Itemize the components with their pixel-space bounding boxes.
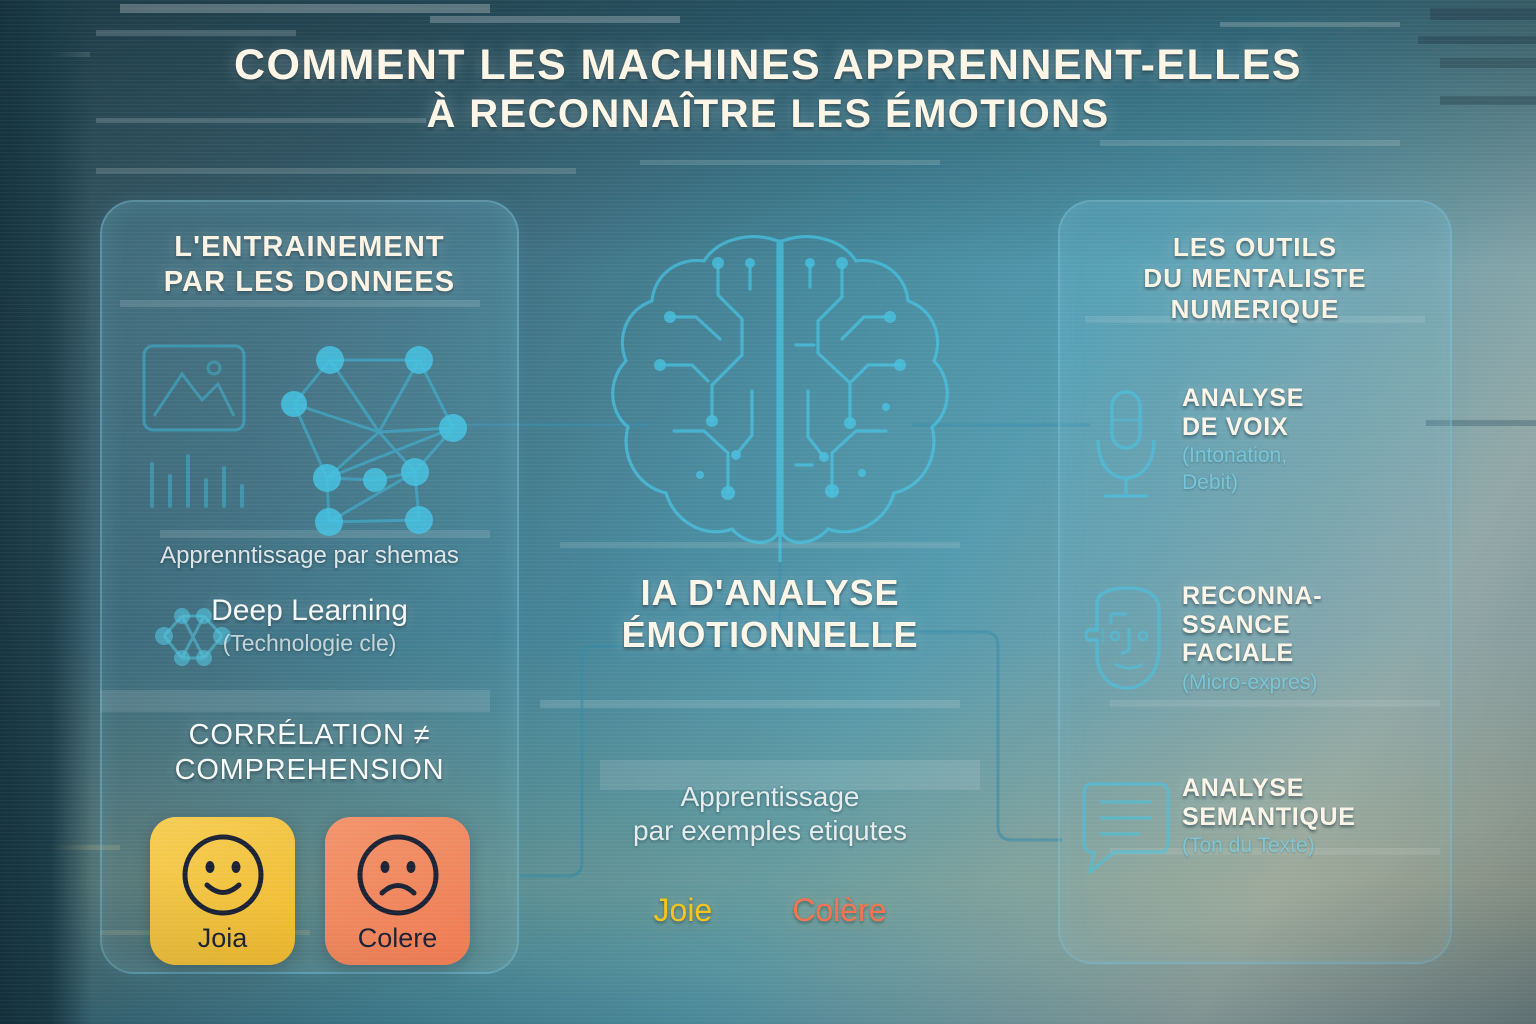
page-title-line2: À RECONNAÎTRE LES ÉMOTIONS: [426, 91, 1110, 136]
tool-title-line2: SEMANTIQUE: [1182, 802, 1356, 831]
molecule-node-icon: [155, 608, 231, 666]
tool-item-semantic[interactable]: ANALYSE SEMANTIQUE (Ton du Texte): [1080, 772, 1432, 876]
emotion-cards: Joia Colere: [150, 817, 470, 965]
deep-learning-block: Deep Learning (Technologie cle): [102, 594, 517, 657]
tool-sub-line1: (Intonation,: [1182, 444, 1288, 467]
frown-icon: [357, 834, 438, 915]
neural-network-icon: [281, 346, 467, 536]
right-panel-heading-line1: LES OUTILS: [1172, 232, 1338, 262]
right-panel-heading: LES OUTILS DU MENTALISTE NUMERIQUE: [1060, 232, 1450, 326]
right-panel-heading-line2: DU MENTALISTE: [1143, 263, 1367, 294]
emotion-card-label: Colere: [357, 922, 438, 953]
center-emotion-labels: Joie Colère: [540, 892, 1000, 929]
center-title-line2: ÉMOTIONNELLE: [621, 614, 919, 656]
correlation-statement: CORRÉLATION ≠ COMPREHENSION: [102, 718, 517, 789]
tool-sub-line1: (Ton du Texte): [1182, 834, 1315, 857]
center-subtitle: Apprentissage par exemples etiqutes: [540, 780, 1000, 848]
tool-sub-line2: Debit): [1182, 470, 1239, 494]
tool-item-facial[interactable]: RECONNA- SSANCE FACIALE (Micro-expres): [1080, 580, 1432, 696]
smile-icon: [182, 834, 263, 915]
chart-image-icon: [142, 344, 246, 432]
left-caption-schema: Apprenntissage par shemas: [160, 542, 459, 569]
center-title: IA D'ANALYSE ÉMOTIONNELLE: [520, 572, 1020, 657]
tool-title-line2: DE VOIX: [1182, 412, 1289, 441]
tool-item-voice[interactable]: ANALYSE DE VOIX (Intonation, Debit): [1080, 382, 1432, 504]
waveform-icon: [150, 454, 244, 508]
face-scan-icon: [1080, 580, 1172, 696]
center-title-line1: IA D'ANALYSE: [640, 572, 900, 613]
circuit-brain-icon: [611, 235, 949, 563]
left-panel-heading-line1: L'ENTRAINEMENT: [174, 231, 445, 263]
emotion-card-joy[interactable]: Joia: [150, 817, 295, 965]
left-panel: L'ENTRAINEMENT PAR LES DONNEES: [100, 200, 519, 974]
microphone-icon: [1080, 382, 1172, 504]
tool-item-text: ANALYSE DE VOIX (Intonation, Debit): [1182, 382, 1432, 494]
center-subtitle-line1: Apprentissage: [680, 781, 860, 812]
emotion-card-anger[interactable]: Colere: [325, 817, 470, 965]
correlation-line1: CORRÉLATION ≠: [188, 719, 431, 751]
page-title: COMMENT LES MACHINES APPRENNENT-ELLES À …: [0, 40, 1536, 138]
tool-title-line1: ANALYSE: [1182, 774, 1305, 802]
tool-title-line1: ANALYSE: [1182, 384, 1305, 412]
tool-title-line3: FACIALE: [1182, 639, 1294, 667]
left-panel-heading-line2: PAR LES DONNEES: [163, 265, 456, 298]
center-emotion-joy: Joie: [653, 892, 713, 928]
right-panel: LES OUTILS DU MENTALISTE NUMERIQUE ANALY…: [1058, 200, 1452, 964]
tool-title-line2: SSANCE: [1182, 610, 1291, 639]
page-title-line1: COMMENT LES MACHINES APPRENNENT-ELLES: [234, 41, 1302, 89]
deep-learning-sublabel: (Technologie cle): [222, 630, 397, 656]
correlation-line2: COMPREHENSION: [174, 754, 445, 787]
tool-item-text: ANALYSE SEMANTIQUE (Ton du Texte): [1182, 772, 1432, 858]
center-emotion-anger: Colère: [792, 892, 887, 928]
speech-bubble-icon: [1080, 772, 1172, 876]
center-subtitle-line2: par exemples etiqutes: [633, 815, 907, 847]
tool-title-line1: RECONNA-: [1182, 582, 1323, 610]
tool-sub-line1: (Micro-expres): [1182, 670, 1318, 694]
left-panel-heading: L'ENTRAINEMENT PAR LES DONNEES: [102, 230, 517, 300]
emotion-card-label: Joia: [197, 922, 248, 953]
tool-item-text: RECONNA- SSANCE FACIALE (Micro-expres): [1182, 580, 1432, 694]
right-panel-heading-line3: NUMERIQUE: [1170, 294, 1340, 325]
deep-learning-label: Deep Learning: [211, 594, 408, 627]
